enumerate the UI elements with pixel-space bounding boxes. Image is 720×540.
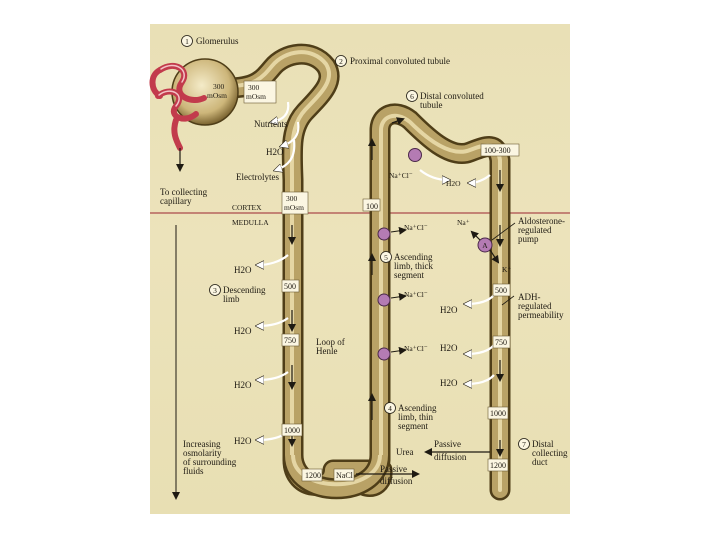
svg-text:capillary: capillary — [160, 196, 192, 206]
svg-text:mOsm: mOsm — [284, 203, 304, 212]
svg-text:1: 1 — [185, 37, 189, 46]
svg-text:diffusion: diffusion — [380, 476, 413, 486]
svg-text:Aldosterone-: Aldosterone- — [518, 216, 565, 226]
svg-text:1200: 1200 — [305, 471, 321, 480]
adh-leader — [501, 295, 515, 306]
svg-text:H2O: H2O — [440, 378, 458, 388]
collecting-h2o: H2O H2O H2O — [440, 305, 458, 388]
glomerulus — [149, 58, 239, 151]
svg-text:Na⁺Cl⁻: Na⁺Cl⁻ — [404, 290, 428, 299]
svg-text:mOsm: mOsm — [207, 91, 227, 100]
svg-text:H2O: H2O — [234, 436, 252, 446]
svg-text:pump: pump — [518, 234, 539, 244]
h2o-label: H2O — [266, 147, 284, 157]
svg-text:Passive: Passive — [434, 439, 461, 449]
pump-arrows — [390, 226, 407, 355]
svg-text:Na⁺Cl⁻: Na⁺Cl⁻ — [404, 223, 428, 232]
value-boxes — [243, 80, 520, 482]
svg-text:1200: 1200 — [490, 461, 506, 470]
svg-text:permeability: permeability — [518, 310, 564, 320]
svg-text:Descending: Descending — [223, 285, 266, 295]
svg-text:H2O: H2O — [234, 326, 252, 336]
renal-tubule — [217, 43, 511, 501]
svg-text:H2O: H2O — [446, 179, 461, 188]
svg-text:osmolarity: osmolarity — [183, 448, 222, 458]
svg-text:regulated: regulated — [518, 301, 552, 311]
descending-h2o: H2O H2O H2O H2O — [234, 265, 252, 446]
svg-text:300: 300 — [286, 194, 298, 203]
svg-text:tubule: tubule — [420, 100, 443, 110]
svg-text:limb, thin: limb, thin — [398, 412, 434, 422]
svg-text:Glomerulus: Glomerulus — [196, 36, 239, 46]
svg-text:750: 750 — [284, 336, 296, 345]
svg-text:Proximal convoluted tubule: Proximal convoluted tubule — [350, 56, 450, 66]
svg-text:7: 7 — [522, 440, 526, 449]
collecting-values: 500 750 1000 1200 — [490, 286, 507, 470]
svg-text:5: 5 — [384, 253, 388, 262]
svg-text:Increasing: Increasing — [183, 439, 221, 449]
step-labels: 1 Glomerulus 2 Proximal convoluted tubul… — [185, 36, 568, 467]
svg-text:Distal: Distal — [532, 439, 554, 449]
svg-text:750: 750 — [495, 338, 507, 347]
bottom-arrows — [356, 448, 490, 478]
reabsorption-arrows — [258, 101, 495, 440]
svg-text:H2O: H2O — [440, 343, 458, 353]
svg-text:segment: segment — [398, 421, 428, 431]
svg-text:A: A — [482, 241, 488, 250]
svg-text:Ascending: Ascending — [394, 252, 433, 262]
svg-text:ADH-: ADH- — [518, 292, 541, 302]
step-markers — [181, 35, 530, 450]
svg-text:Na⁺: Na⁺ — [457, 218, 470, 227]
svg-text:Electrolytes: Electrolytes — [236, 172, 279, 182]
ascending-nacl: Na⁺Cl⁻ Na⁺Cl⁻ Na⁺Cl⁻ — [404, 223, 428, 353]
svg-text:300: 300 — [248, 83, 260, 92]
svg-text:Distal convoluted: Distal convoluted — [420, 91, 484, 101]
svg-text:Passive: Passive — [380, 464, 407, 474]
svg-text:segment: segment — [394, 270, 424, 280]
aldosterone-pump — [470, 222, 516, 264]
svg-text:collecting: collecting — [532, 448, 568, 458]
svg-text:6: 6 — [410, 92, 414, 101]
svg-text:Henle: Henle — [316, 346, 338, 356]
svg-text:500: 500 — [284, 282, 296, 291]
svg-text:1000: 1000 — [490, 409, 506, 418]
svg-text:100-300: 100-300 — [484, 146, 511, 155]
svg-text:4: 4 — [388, 404, 392, 413]
svg-text:K⁺: K⁺ — [502, 265, 511, 274]
svg-text:Loop of: Loop of — [316, 337, 345, 347]
svg-text:300: 300 — [213, 82, 225, 91]
nacl-pumps — [377, 148, 422, 361]
svg-text:3: 3 — [213, 286, 217, 295]
loop-bottom — [282, 453, 391, 500]
svg-text:H2O: H2O — [234, 265, 252, 275]
svg-text:Ascending: Ascending — [398, 403, 437, 413]
svg-text:NaCl: NaCl — [336, 471, 354, 480]
svg-text:duct: duct — [532, 457, 548, 467]
svg-text:MEDULLA: MEDULLA — [232, 218, 269, 227]
svg-text:H2O: H2O — [234, 380, 252, 390]
svg-text:Na⁺Cl⁻: Na⁺Cl⁻ — [389, 171, 413, 180]
svg-text:fluids: fluids — [183, 466, 204, 476]
svg-text:diffusion: diffusion — [434, 452, 467, 462]
svg-text:of surrounding: of surrounding — [183, 457, 237, 467]
flow-arrows — [176, 117, 504, 457]
svg-text:CORTEX: CORTEX — [232, 203, 262, 212]
svg-text:H2O: H2O — [440, 305, 458, 315]
svg-text:regulated: regulated — [518, 225, 552, 235]
svg-text:500: 500 — [495, 286, 507, 295]
svg-text:limb, thick: limb, thick — [394, 261, 433, 271]
svg-text:limb: limb — [223, 294, 240, 304]
svg-text:mOsm: mOsm — [246, 92, 266, 101]
svg-text:100: 100 — [366, 202, 378, 211]
svg-text:1000: 1000 — [284, 426, 300, 435]
svg-text:2: 2 — [339, 57, 343, 66]
labels: 300 mOsm 300 mOsm Nutrients H2O Electrol… — [160, 82, 565, 486]
svg-text:To collecting: To collecting — [160, 187, 208, 197]
svg-text:Nutrients: Nutrients — [254, 119, 288, 129]
svg-text:Na⁺Cl⁻: Na⁺Cl⁻ — [404, 344, 428, 353]
descending-values: 500 750 1000 — [284, 282, 300, 435]
svg-text:Urea: Urea — [396, 447, 414, 457]
